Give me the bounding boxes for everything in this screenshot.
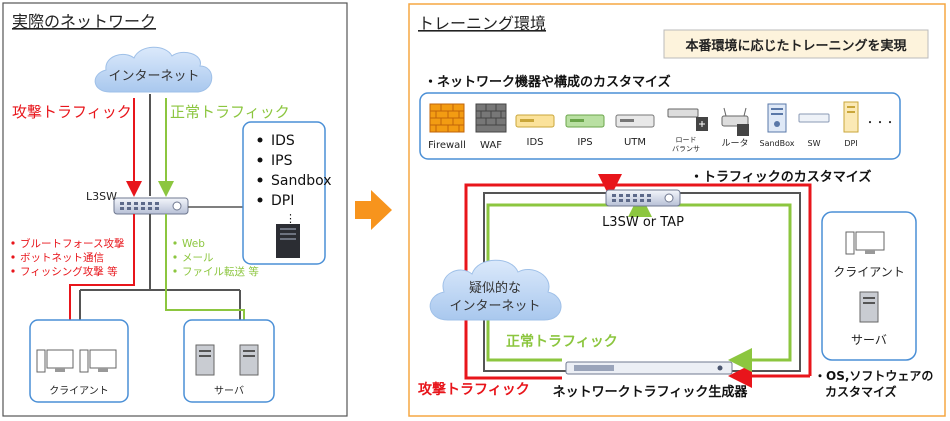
pseudo-internet-cloud: 疑似的な インターネット [429,259,562,321]
l3sw-switch-icon [113,197,189,215]
right-client-label: クライアント [833,265,905,279]
attack-type-bruteforce: ブルートフォース攻撃 [20,237,125,250]
inspection-devices-box: IDS IPS Sandbox DPI ⋮ [242,121,332,265]
server-tower-icon [276,224,300,258]
client-label: クライアント [49,385,109,397]
pseudo-internet-line2: インターネット [449,299,540,314]
ips-icon [565,114,605,128]
attack-type-phishing: フィッシング攻撃 等 [20,265,118,278]
utm-icon [615,114,655,128]
device-label-router: ルータ [721,138,748,149]
normal-type-mail: メール [182,252,214,264]
banner-text: 本番環境に応じたトレーニングを実現 [685,38,906,54]
right-server-label: サーバ [851,333,887,347]
client-box: クライアント [29,319,129,403]
right-attack-traffic-label: 攻撃トラフィック [418,381,530,398]
internet-cloud-label: インターネット [108,69,199,84]
os-custom-line1: ・OS,ソフトウェアの [814,369,933,383]
pseudo-internet-line1: 疑似的な [469,280,521,296]
traffic-custom-heading: ・トラフィックのカスタマイズ [690,169,871,185]
l3sw-tap-label: L3SW or TAP [602,215,684,230]
client-pc-icon [36,349,74,373]
inspection-item-more: ⋮ [285,212,296,225]
inspection-item-sandbox: Sandbox [271,173,332,189]
attack-type-botnet: ボットネット通信 [20,252,104,264]
router-icon [721,107,749,136]
endpoints-box: クライアント サーバ [821,211,917,361]
dpi-icon [843,101,859,133]
sandbox-icon [767,103,787,133]
l3sw-tap-icon [605,189,681,207]
normal-traffic-label: 正常トラフィック [170,103,290,121]
left-panel-title: 実際のネットワーク [12,12,156,31]
normal-type-file: ファイル転送 等 [182,265,259,278]
server-box: サーバ [183,319,275,403]
normal-type-web: Web [182,238,205,250]
device-custom-heading: ・ネットワーク機器や構成のカスタマイズ [424,74,671,90]
attack-traffic-label: 攻撃トラフィック [12,103,132,121]
traffic-generator-icon [565,361,733,375]
banner-box [663,29,929,59]
right-panel-title: トレーニング環境 [418,14,546,33]
device-label-lb-line2: バランサ [672,145,700,153]
inspection-item-ips: IPS [271,153,293,169]
attack-traffic-loop [464,183,812,380]
device-label-lb-line1: ロード [676,136,697,144]
device-label-firewall: Firewall [428,140,466,151]
ids-icon [515,114,555,128]
server-icon [195,344,215,376]
device-label-ids: IDS [527,137,544,148]
waf-icon [475,103,507,133]
attack-line-to-client [62,214,135,341]
device-label-more: ・・・ [865,118,895,129]
device-label-sandbox: SandBox [760,139,795,148]
internet-cloud: インターネット [94,46,213,93]
load-balancer-icon [667,108,708,131]
device-label-sw: SW [808,139,821,148]
device-label-ips: IPS [577,137,592,148]
inspection-item-ids: IDS [271,133,295,149]
switch-icon [798,113,830,123]
firewall-icon [429,103,465,133]
server-label: サーバ [214,385,244,397]
os-custom-line2: カスタマイズ [825,384,897,399]
l3sw-label: L3SW [86,190,117,203]
server-icon [239,344,259,376]
device-label-dpi: DPI [844,139,857,148]
left-panel: 実際のネットワーク インターネット 攻撃トラフィック 正常トラフィック L3SW [2,2,348,417]
right-normal-traffic-label: 正常トラフィック [506,333,618,350]
traffic-generator-label: ネットワークトラフィック生成器 [553,384,749,400]
transition-arrow-icon [355,190,392,230]
device-label-utm: UTM [624,137,646,148]
client-pc-icon [79,349,117,373]
inspection-item-dpi: DPI [271,193,294,209]
right-panel: トレーニング環境 本番環境に応じたトレーニングを実現 ・ネットワーク機器や構成の… [408,3,946,417]
client-pc-icon [845,231,885,255]
server-icon [859,291,879,323]
device-label-waf: WAF [480,140,502,151]
